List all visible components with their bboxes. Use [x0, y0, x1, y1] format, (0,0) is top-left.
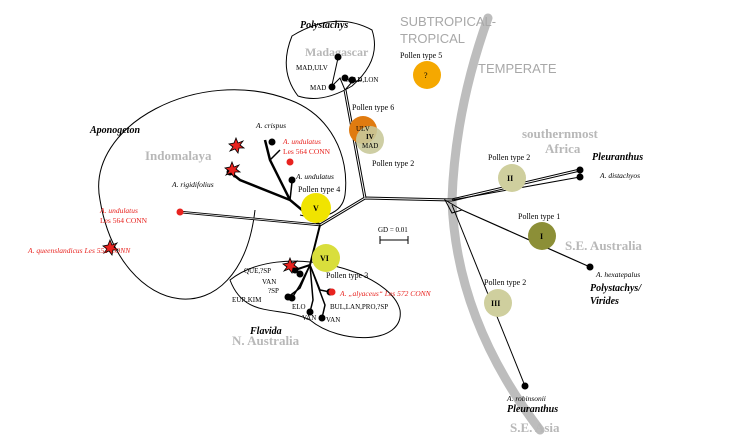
dot-mad-ulv [334, 53, 342, 61]
taxon-elo: ELO [292, 303, 306, 311]
pollen-ulv-label: ULV [356, 125, 370, 133]
region-se-asia: S.E. Asia [510, 420, 560, 435]
dot-undulatus2-red [176, 208, 184, 216]
pollen-type2-mad-label: Pollen type 2 [372, 159, 414, 168]
pollen-v-label: V [313, 204, 319, 213]
taxon-undulatus: A. undulatus [295, 172, 334, 181]
taxon-hexatepalus: A. hexatepalus [595, 270, 640, 279]
taxon-mad: MAD [310, 84, 326, 92]
pollen-type2-asia-label: Pollen type 2 [484, 278, 526, 287]
pollen-vi-label: VI [320, 254, 329, 263]
pollen-type1-label: Pollen type 1 [518, 212, 560, 221]
pollen-circle-iii [484, 289, 512, 317]
pollen-iii-label: III [491, 299, 500, 308]
pollen-mad-label: MAD [362, 142, 378, 150]
dot-robinsonii [521, 382, 529, 390]
dot-flavida-4 [284, 293, 292, 301]
pollen-circle-vi [312, 244, 340, 272]
taxon-distachyos: A. distachyos [599, 171, 640, 180]
taxon-alyaceus: A. „alyaceus“ Les 572 CONN [339, 289, 432, 298]
region-madagascar: Madagascar [305, 45, 369, 59]
pollen-circle-ii [498, 164, 526, 192]
pollen-iv-label: IV [366, 133, 374, 141]
dot-flavida-5 [306, 308, 314, 316]
taxon-undulatus2-l2: Les 564 CONN [100, 216, 148, 225]
taxon-robinsonii: A. robinsonii [506, 394, 546, 403]
dot-undulatus-red [286, 158, 294, 166]
region-se-australia: S.E. Australia [565, 238, 642, 253]
star-icon-3 [102, 238, 120, 256]
dot-distachyos [576, 166, 584, 174]
polystachys-outline [285, 20, 375, 99]
group-pleuranthus-top: Pleuranthus [592, 152, 643, 163]
taxon-que-sp: QUE,?SP [244, 267, 271, 275]
pollen-circle-iv [356, 126, 384, 154]
dot-distachyos-2 [576, 173, 584, 181]
pollen-type5-label: Pollen type 5 [400, 51, 442, 60]
region-southernmost-l2: Africa [545, 141, 581, 156]
group-flavida: Flavida [249, 326, 282, 337]
taxon-queenslandicus: A. queenslandicus Les 552 CONN [27, 246, 131, 255]
taxon-undulatus-red-l2: Les 564 CONN [283, 147, 331, 156]
climate-subtropical-l1: SUBTROPICAL- [400, 14, 496, 29]
dot-mad-lon2 [348, 76, 356, 84]
climate-boundary-band [447, 13, 545, 435]
taxon-undulatus2-l1: A. undulatus [99, 206, 138, 215]
taxon-undulatus-red-l1: A. undulatus [282, 137, 321, 146]
dot-undulatus [288, 176, 296, 184]
pollen-circle-q [413, 61, 441, 89]
region-southernmost-l1: southernmost [522, 126, 599, 141]
pollen-circle-v [301, 193, 331, 223]
group-aponogeton: Aponogeton [89, 125, 140, 136]
star-markers [102, 136, 300, 274]
pollen-type2-africa-label: Pollen type 2 [488, 153, 530, 162]
dot-flavida-2 [296, 270, 304, 278]
taxon-bul: BUL,LAN,PRO,?SP [330, 303, 388, 311]
pollen-type3-label: Pollen type 3 [326, 271, 368, 280]
scale-label: GD = 0.01 [378, 226, 408, 234]
dot-flavida-6 [318, 314, 326, 322]
group-pleuranthus-bottom: Pleuranthus [507, 404, 558, 415]
taxon-rigidifolius: A. rigidifolius [171, 180, 214, 189]
taxon-crispus: A. crispus [255, 121, 286, 130]
group-polystachys-virides-l1: Polystachys/ [590, 283, 642, 294]
pollen-circle-i [528, 222, 556, 250]
dot-mad-lon [341, 74, 349, 82]
group-polystachys: Polystachys [300, 20, 348, 31]
group-polystachys-virides-l2: Virides [590, 296, 619, 307]
aponogeton-outline [98, 89, 347, 300]
taxon-eur-kim: EUR,KIM [232, 296, 262, 304]
pollen-type6-label: Pollen type 6 [352, 103, 394, 112]
star-icon-4 [282, 256, 300, 274]
pollen-circle-q-label: ? [424, 71, 428, 80]
dot-hexatepalus [586, 263, 594, 271]
taxon-mad-ulv: MAD,ULV [296, 64, 328, 72]
taxon-van2: VAN [302, 314, 316, 322]
star-icon-2 [224, 160, 242, 178]
pollen-ii-label: II [507, 174, 513, 183]
region-n-australia: N. Australia [232, 333, 300, 348]
taxon-van1: VAN [262, 278, 276, 286]
climate-subtropical-l2: TROPICAL [400, 31, 465, 46]
taxon-sp: ?SP [268, 287, 279, 295]
dot-alyaceus-red [328, 288, 336, 296]
taxon-mad-lon: MAD,LON [346, 76, 378, 84]
taxon-van3: VAN [326, 316, 340, 324]
pollen-i-label: I [540, 232, 543, 241]
star-icon-1 [228, 136, 246, 154]
scale-bar: GD = 0.01 [378, 226, 409, 244]
dot-crispus [268, 138, 276, 146]
region-indomalaya: Indomalaya [145, 148, 212, 163]
taxon-markers-red [176, 158, 336, 296]
pollen-type4-label: Pollen type 4 [298, 185, 340, 194]
climate-temperate: TEMPERATE [478, 61, 557, 76]
dot-mad [328, 83, 336, 91]
